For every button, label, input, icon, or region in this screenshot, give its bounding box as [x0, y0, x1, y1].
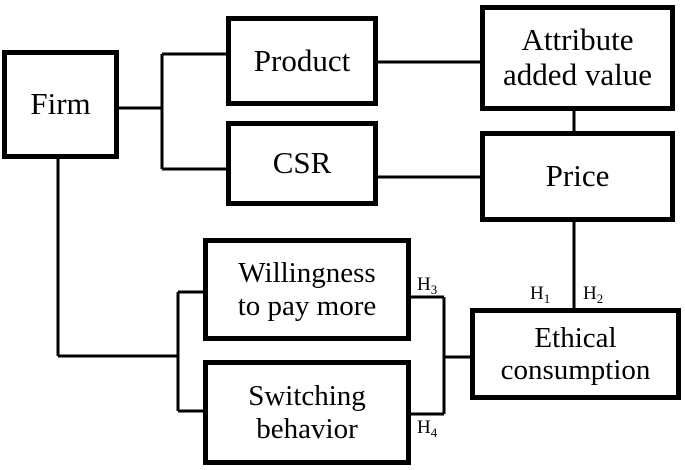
node-switching-behavior[interactable]: Switching behavior [203, 360, 411, 465]
hypothesis-h4-text: H [417, 417, 431, 438]
node-ethical-consumption-label: Ethical consumption [500, 321, 651, 386]
node-firm[interactable]: Firm [2, 50, 119, 159]
node-csr-label: CSR [272, 145, 332, 181]
hypothesis-label-h4: H4 [417, 417, 438, 440]
node-csr[interactable]: CSR [226, 121, 378, 206]
node-willingness-to-pay-more[interactable]: Willingness to pay more [203, 238, 411, 341]
node-attribute-added-value[interactable]: Attribute added value [480, 5, 675, 111]
hypothesis-h3-text: H [417, 274, 431, 295]
hypothesis-label-h3: H3 [417, 274, 438, 297]
node-product[interactable]: Product [226, 16, 378, 106]
node-ethical-consumption[interactable]: Ethical consumption [470, 308, 681, 400]
node-firm-label: Firm [30, 86, 91, 122]
node-attribute-added-value-label: Attribute added value [503, 22, 652, 92]
hypothesis-label-h1: H1 [530, 283, 551, 306]
hypothesis-h1-text: H [530, 283, 544, 304]
node-switching-behavior-label: Switching behavior [248, 380, 366, 445]
hypothesis-h1-subscript: 1 [543, 290, 551, 306]
hypothesis-h2-subscript: 2 [596, 290, 604, 306]
hypothesis-h4-subscript: 4 [430, 424, 438, 440]
hypothesis-h2-text: H [583, 283, 597, 304]
node-price-label: Price [545, 158, 610, 194]
node-product-label: Product [253, 42, 351, 78]
node-price[interactable]: Price [480, 131, 675, 222]
hypothesis-h3-subscript: 3 [430, 281, 438, 297]
node-willingness-to-pay-more-label: Willingness to pay more [237, 257, 377, 322]
hypothesis-label-h2: H2 [583, 283, 604, 306]
